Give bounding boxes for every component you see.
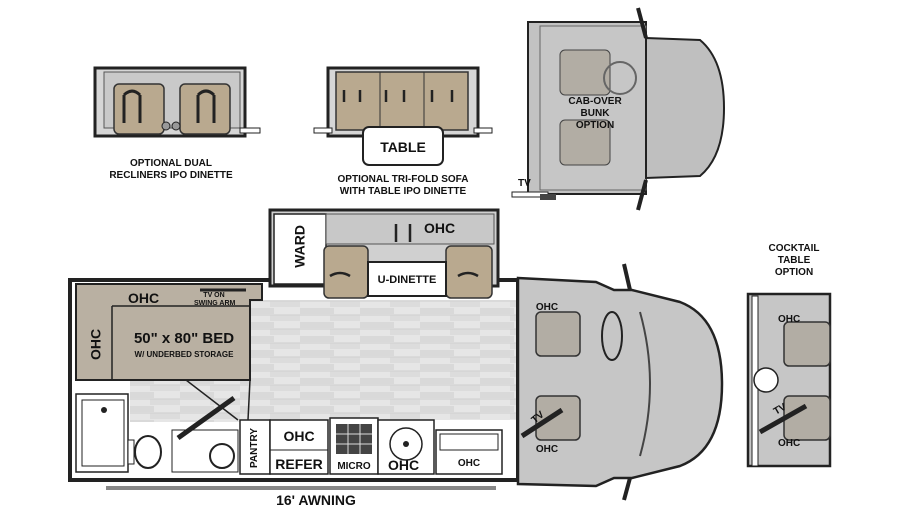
dual-recliners-caption: OPTIONAL DUAL RECLINERS IPO DINETTE bbox=[109, 158, 233, 181]
tv-swing-arm-label: TV ON SWING ARM bbox=[194, 292, 236, 308]
cocktail-table bbox=[753, 367, 779, 393]
cab-tv-label: TV bbox=[518, 178, 531, 189]
main-floorplan bbox=[68, 208, 724, 501]
table-label: TABLE bbox=[380, 139, 426, 155]
cocktail-table-detail bbox=[746, 292, 832, 468]
trifold-sofa-option bbox=[313, 66, 493, 166]
bed-size-label: 50" x 80" BED bbox=[133, 330, 235, 347]
slide-ohc-label: OHC bbox=[424, 220, 456, 236]
dual-recliners-option bbox=[93, 66, 261, 138]
bed-storage-label: W/ UNDERBED STORAGE bbox=[134, 350, 234, 359]
table-shape bbox=[362, 126, 444, 166]
cocktail-ohc-bottom-label: OHC bbox=[778, 438, 801, 449]
cab-over-bunk-option bbox=[511, 7, 726, 211]
cab-ohc-top-label: OHC bbox=[535, 302, 559, 313]
wardrobe bbox=[273, 213, 327, 285]
refer bbox=[269, 419, 329, 475]
refer-label: REFER bbox=[275, 456, 323, 472]
cab-ohc-bottom-label: OHC bbox=[535, 444, 559, 455]
cab-over-bunk-label: CAB-OVER BUNK OPTION bbox=[568, 96, 622, 131]
recliner-right bbox=[179, 83, 231, 135]
pantry-label: PANTRY bbox=[249, 428, 260, 468]
bed-area bbox=[75, 283, 263, 381]
pantry bbox=[239, 419, 271, 475]
trifold-sofa-caption: OPTIONAL TRI-FOLD SOFA WITH TABLE IPO DI… bbox=[337, 174, 469, 197]
bedroom-ohc-side-label: OHC bbox=[87, 328, 104, 360]
counter-ohc-label: OHC bbox=[457, 458, 481, 469]
cocktail-table-caption: COCKTAIL TABLE OPTION bbox=[768, 243, 820, 278]
micro-label: MICRO bbox=[337, 461, 371, 472]
u-dinette-label: U-DINETTE bbox=[377, 274, 437, 286]
ward-label: WARD bbox=[291, 225, 308, 268]
cocktail-ohc-top-label: OHC bbox=[778, 314, 801, 325]
awning-label: 16' AWNING bbox=[276, 492, 356, 508]
dinette-table bbox=[367, 261, 447, 297]
kitchen-ohc-label: OHC bbox=[283, 428, 315, 444]
bedroom-ohc-top-label: OHC bbox=[128, 290, 160, 306]
sink-ohc-label: OHC bbox=[388, 457, 420, 473]
